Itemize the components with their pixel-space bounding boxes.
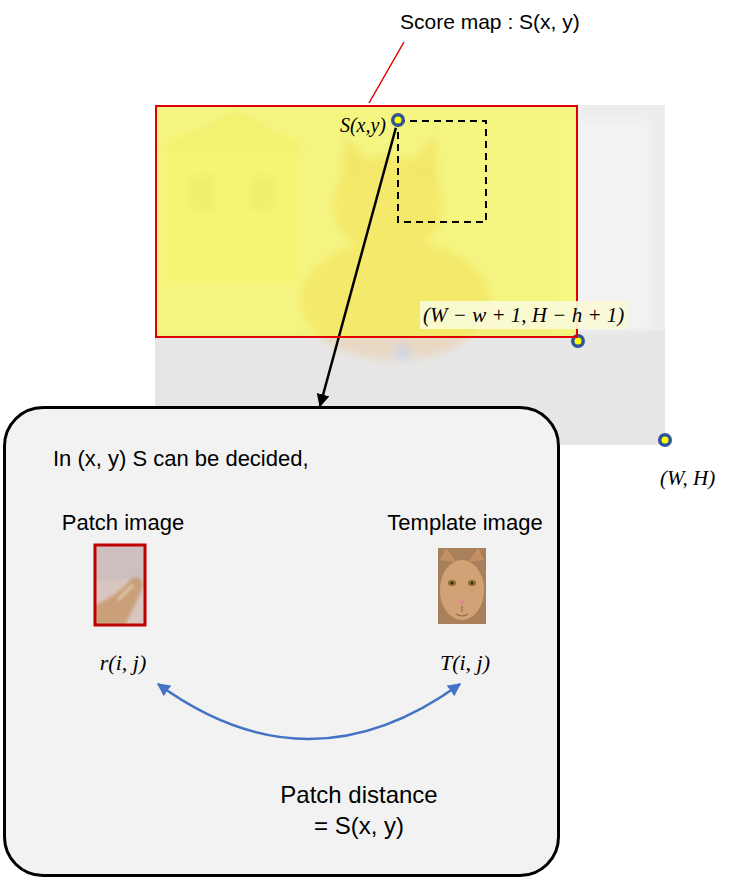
drawing-part <box>448 580 456 586</box>
corner-label: (W, H) <box>660 464 715 492</box>
drawing-part <box>95 545 145 625</box>
connector-arrow <box>158 684 460 739</box>
edge-label: Patch distance = S(x, y) <box>274 779 444 841</box>
image-title: Patch image <box>62 508 184 538</box>
leader-line <box>369 42 404 103</box>
template-picture <box>438 548 486 624</box>
drawing-part <box>451 582 453 584</box>
cat-photo <box>155 105 665 445</box>
drawing-part <box>95 577 143 625</box>
drawing-part <box>458 600 466 606</box>
drawing-part <box>438 548 486 624</box>
drawing-part <box>456 606 468 616</box>
patch-frame <box>95 545 145 625</box>
score-map-label: Score map : S(x, y) <box>400 8 580 36</box>
image-box: Template imageT(i, j) <box>370 508 560 678</box>
image-title: Template image <box>387 508 542 538</box>
image-box: Patch image r(i, j) <box>48 508 198 678</box>
drawing-part <box>95 545 145 625</box>
drawing-part <box>468 580 476 586</box>
photo-ground <box>155 105 665 445</box>
drawing-part <box>395 117 402 124</box>
corner-label: (W − w + 1, H − h + 1) <box>420 301 627 329</box>
picture-slot <box>123 538 124 648</box>
drawing-part <box>471 582 473 584</box>
drawing-part <box>118 585 133 600</box>
drawing-part <box>440 560 484 620</box>
drawing-part <box>575 338 582 345</box>
panel-heading: In (x, y) S can be decided, <box>53 445 309 473</box>
panel-fill <box>3 406 560 877</box>
photo-fade <box>155 105 665 445</box>
patch-picture <box>95 545 145 625</box>
drawing-part <box>468 548 484 562</box>
corner-dot <box>391 113 405 127</box>
connector-arrow <box>320 128 396 406</box>
image-symbol: T(i, j) <box>440 648 490 678</box>
drawing-part <box>662 437 669 444</box>
point-label: S(x,y) <box>340 113 386 137</box>
drawing-part <box>440 548 456 562</box>
drawing-part <box>391 113 405 127</box>
picture-slot <box>465 538 466 648</box>
corner-dot <box>658 433 672 447</box>
drawing-part <box>658 433 672 447</box>
image-symbol: r(i, j) <box>100 648 146 678</box>
drawing-part <box>95 545 145 580</box>
template-window <box>398 121 486 222</box>
